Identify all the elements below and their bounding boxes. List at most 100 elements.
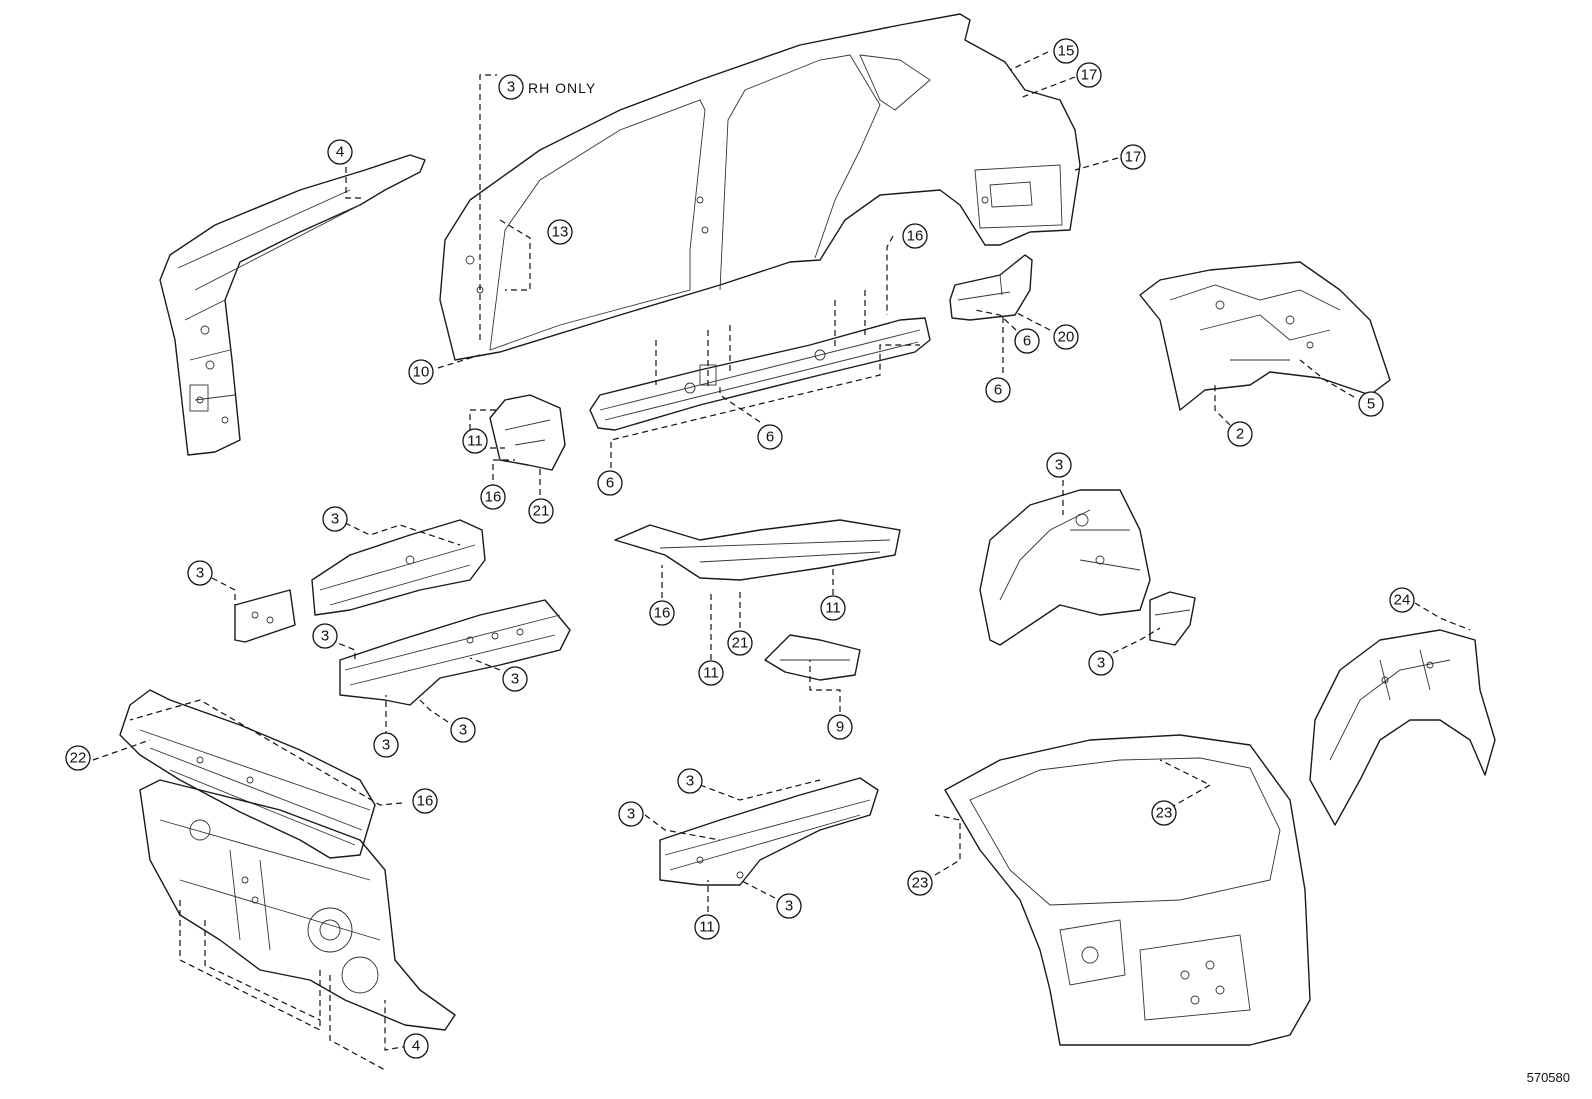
svg-text:9: 9: [836, 719, 844, 736]
callout-11-c: 11: [698, 660, 724, 686]
callout-6-c: 6: [757, 424, 783, 450]
svg-text:3: 3: [507, 79, 515, 96]
mounting-plate: [234, 589, 296, 643]
callout-24: 24: [1389, 587, 1415, 613]
front-apron-bracket: [489, 394, 566, 471]
svg-text:3: 3: [196, 565, 204, 582]
svg-text:22: 22: [70, 750, 87, 767]
floor-side-member: [659, 777, 879, 886]
callout-11-a: 11: [462, 428, 488, 454]
callout-22: 22: [65, 745, 91, 771]
svg-text:5: 5: [1367, 396, 1375, 413]
callout-16-b: 16: [649, 600, 675, 626]
callout-3-d: 3: [187, 560, 213, 586]
svg-text:4: 4: [336, 144, 344, 161]
svg-text:23: 23: [1156, 805, 1173, 822]
callout-3-f: 3: [502, 666, 528, 692]
callout-20: 20: [1053, 324, 1079, 350]
svg-text:20: 20: [1058, 329, 1075, 346]
front-side-member-lower: [339, 599, 571, 706]
svg-text:3: 3: [785, 898, 793, 915]
callout-21-b: 21: [727, 630, 753, 656]
dash-panel: [139, 779, 456, 1031]
svg-text:3: 3: [459, 722, 467, 739]
rear-side-bracket: [949, 254, 1033, 321]
svg-text:6: 6: [994, 382, 1002, 399]
svg-text:16: 16: [485, 489, 502, 506]
cowl-top-panel: [119, 689, 376, 859]
quarter-wheelhouse-extension: [1309, 629, 1496, 826]
side-sill: [589, 317, 931, 431]
callout-3-c: 3: [322, 506, 348, 532]
svg-text:3: 3: [627, 806, 635, 823]
callout-16-a: 16: [480, 484, 506, 510]
callout-3-k: 3: [776, 893, 802, 919]
svg-text:15: 15: [1058, 43, 1075, 60]
svg-text:17: 17: [1125, 149, 1142, 166]
svg-text:10: 10: [413, 364, 430, 381]
callout-3-i: 3: [677, 768, 703, 794]
callout-5: 5: [1358, 391, 1384, 417]
callout-2: 2: [1227, 421, 1253, 447]
rh-only-note: RH ONLY: [528, 80, 596, 96]
callout-17-upper: 17: [1076, 62, 1102, 88]
callout-10: 10: [408, 359, 434, 385]
callout-4-top: 4: [327, 139, 353, 165]
svg-text:6: 6: [766, 429, 774, 446]
svg-text:3: 3: [686, 773, 694, 790]
callout-3-rh: 3: [498, 74, 524, 100]
svg-text:23: 23: [912, 875, 929, 892]
leader-lines: [92, 51, 1471, 1071]
svg-text:3: 3: [321, 628, 329, 645]
wheelhouse-bracket: [1149, 591, 1196, 646]
svg-text:11: 11: [699, 919, 715, 936]
svg-text:24: 24: [1394, 592, 1411, 609]
svg-text:11: 11: [467, 433, 483, 450]
rear-wheelhouse-inner: [979, 489, 1151, 646]
svg-text:21: 21: [533, 503, 550, 520]
svg-text:13: 13: [552, 224, 569, 241]
callout-23-b: 23: [907, 870, 933, 896]
callout-11-e: 11: [694, 914, 720, 940]
callout-9: 9: [827, 714, 853, 740]
callout-3-j: 3: [618, 801, 644, 827]
callout-3-h: 3: [1088, 650, 1114, 676]
svg-text:3: 3: [382, 737, 390, 754]
callout-13: 13: [547, 219, 573, 245]
callout-6-b: 6: [985, 377, 1011, 403]
callout-16-c: 16: [412, 788, 438, 814]
back-door-panel: [944, 734, 1311, 1046]
drawing-id: 570580: [1526, 1070, 1570, 1085]
svg-text:11: 11: [825, 600, 841, 617]
front-pillar-rail: [159, 154, 426, 456]
body-side-outer: [439, 13, 1081, 361]
callout-17-lower: 17: [1120, 144, 1146, 170]
callout-11-b: 11: [820, 595, 846, 621]
callout-6-a: 6: [1014, 328, 1040, 354]
svg-text:6: 6: [606, 475, 614, 492]
svg-text:3: 3: [511, 671, 519, 688]
rear-wheelhouse-panel: [1139, 261, 1391, 411]
callout-3-b: 3: [1046, 452, 1072, 478]
callout-15: 15: [1053, 38, 1079, 64]
svg-text:4: 4: [412, 1038, 420, 1055]
svg-text:11: 11: [703, 665, 719, 682]
svg-text:16: 16: [417, 793, 434, 810]
callout-16-upper: 16: [902, 223, 928, 249]
svg-text:16: 16: [907, 228, 924, 245]
callout-21-a: 21: [528, 498, 554, 524]
svg-text:3: 3: [331, 511, 339, 528]
callout-4-bottom: 4: [403, 1033, 429, 1059]
callout-6-d: 6: [597, 470, 623, 496]
svg-text:2: 2: [1236, 426, 1244, 443]
svg-text:3: 3: [1097, 655, 1105, 672]
svg-text:17: 17: [1081, 67, 1098, 84]
callout-3-e: 3: [312, 623, 338, 649]
svg-text:3: 3: [1055, 457, 1063, 474]
svg-text:21: 21: [732, 635, 749, 652]
svg-text:16: 16: [654, 605, 671, 622]
front-side-member-upper: [311, 519, 486, 616]
callout-11-d: 3: [373, 732, 399, 758]
floor-crossmember: [614, 519, 901, 581]
